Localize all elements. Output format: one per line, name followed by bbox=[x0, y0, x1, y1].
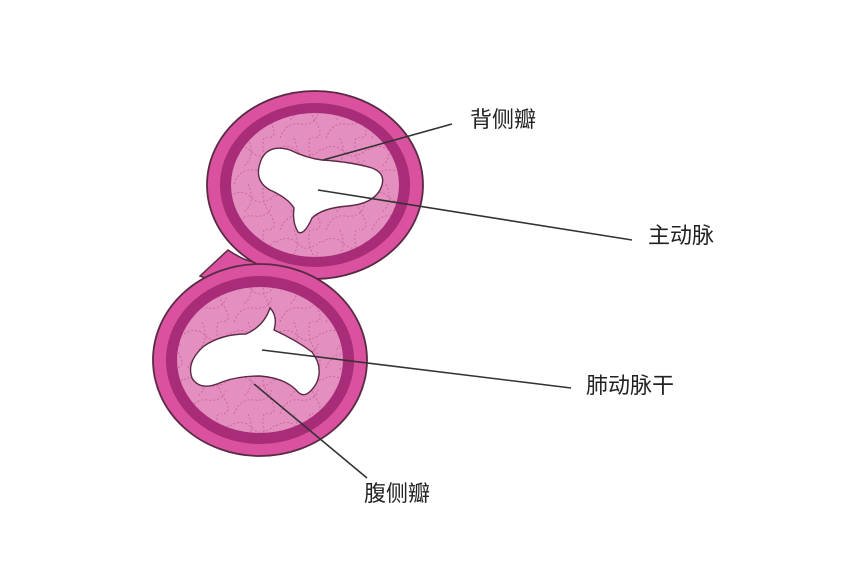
leader-pulmonary-trunk bbox=[261, 349, 572, 389]
leader-aorta bbox=[317, 189, 633, 241]
label-pulmonary-trunk: 肺动脉干 bbox=[586, 374, 675, 399]
label-aorta: 主动脉 bbox=[648, 224, 715, 249]
pulmonary-lumen bbox=[189, 306, 320, 396]
aorta-vessel bbox=[206, 90, 424, 280]
leader-ventral-valve bbox=[253, 383, 368, 479]
label-dorsal-valve: 背侧瓣 bbox=[470, 108, 537, 133]
label-ventral-valve: 腹侧瓣 bbox=[364, 482, 431, 507]
pulmonary-trunk-vessel bbox=[152, 263, 368, 457]
leader-dorsal-valve bbox=[322, 123, 453, 161]
